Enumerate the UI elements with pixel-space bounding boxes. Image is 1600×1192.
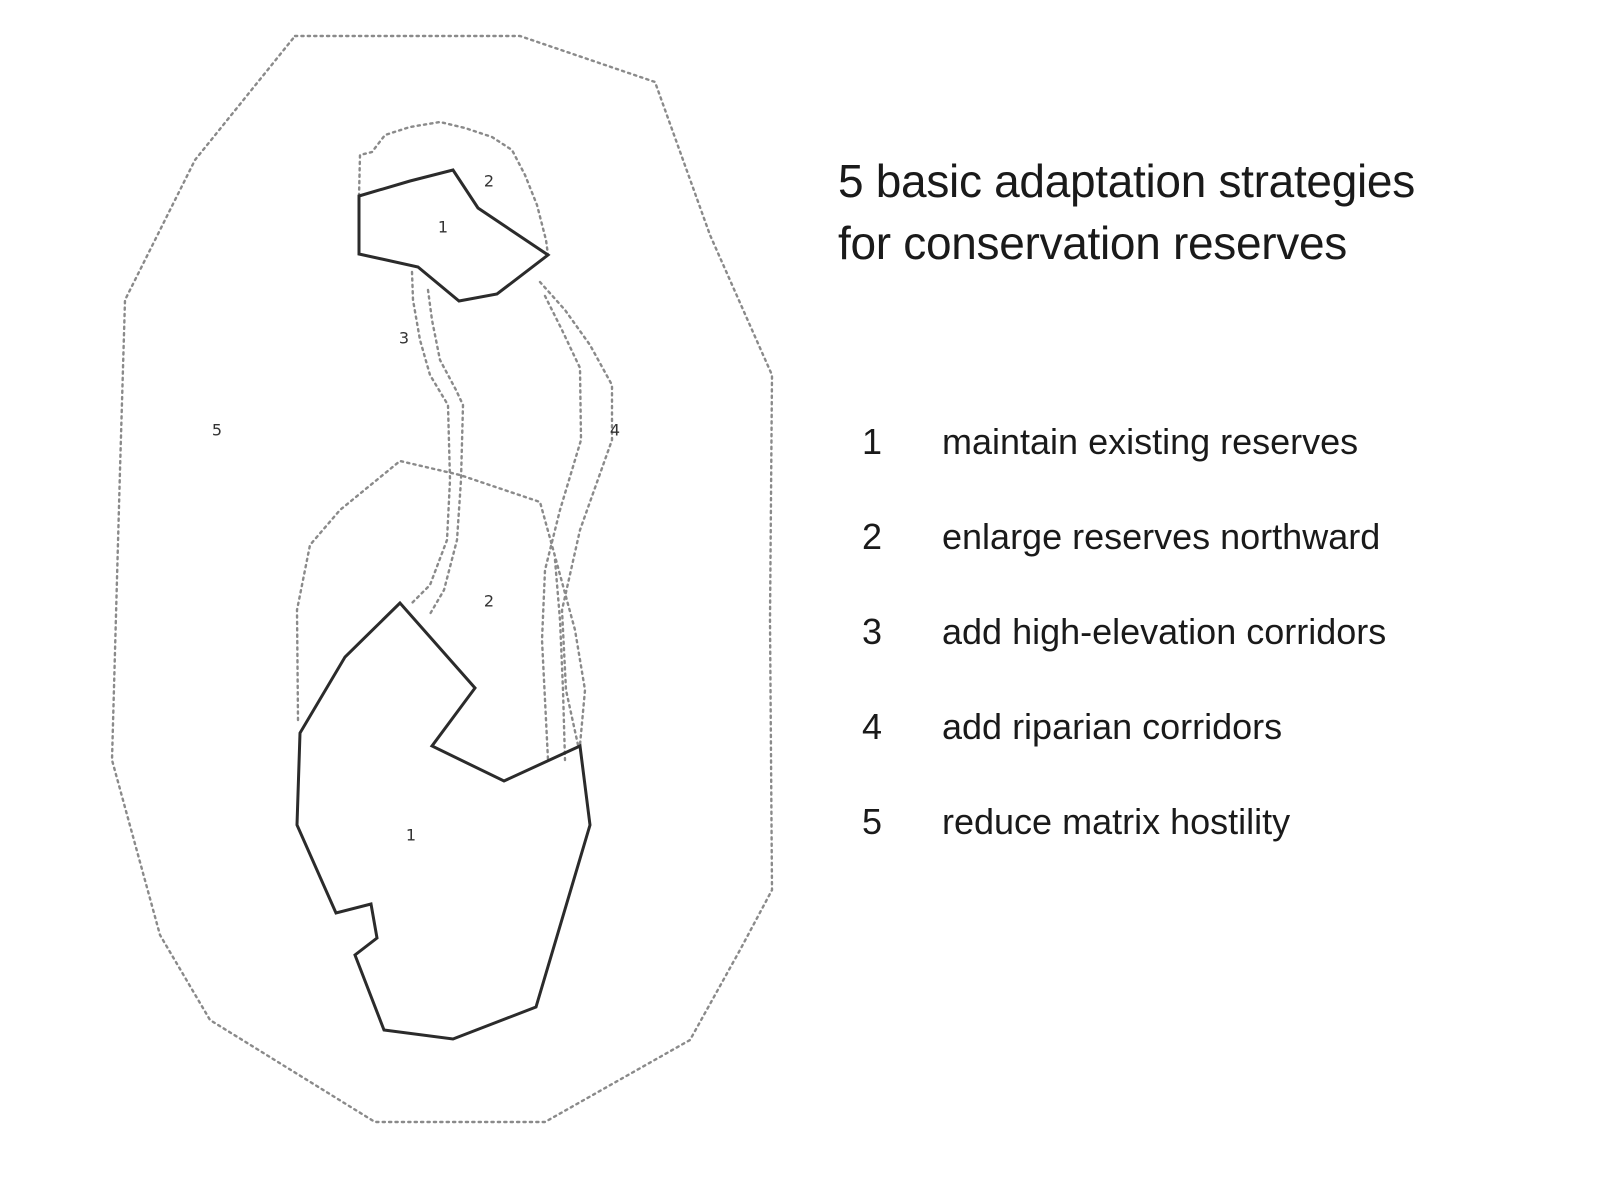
- riparian-corridor-4-left: [540, 294, 583, 762]
- north-existing-reserve-zone-1: [357, 168, 551, 303]
- diagram-title: 5 basic adaptation strategies for conser…: [838, 150, 1415, 274]
- matrix-boundary-zone-5: [110, 34, 774, 1124]
- legend-label: add riparian corridors: [942, 706, 1283, 747]
- legend-number: 1: [862, 421, 883, 462]
- legend-label: maintain existing reserves: [942, 421, 1359, 462]
- legend-label: enlarge reserves northward: [942, 516, 1381, 557]
- high-elevation-corridor-3-right: [426, 288, 465, 616]
- legend-number: 5: [862, 801, 883, 842]
- legend-number: 3: [862, 611, 883, 652]
- label-matrix-5: 5: [212, 421, 222, 440]
- high-elevation-corridor-3-left: [410, 270, 452, 605]
- legend-label: add high-elevation corridors: [942, 611, 1387, 652]
- riparian-corridor-4-right: [538, 280, 614, 747]
- label-north-enlargement: 2: [484, 172, 494, 191]
- label-south-reserve: 1: [406, 826, 416, 845]
- reserve-strategy-map: 1 2 3 4 5 2 1: [110, 34, 774, 1124]
- south-enlargement-boundary-zone-2: [295, 459, 587, 747]
- legend-number: 2: [862, 516, 883, 557]
- label-corridor-3: 3: [399, 329, 409, 348]
- legend-label: reduce matrix hostility: [942, 801, 1291, 842]
- label-south-enlargement: 2: [484, 592, 494, 611]
- legend-number: 4: [862, 706, 883, 747]
- north-enlargement-boundary-zone-2: [357, 120, 550, 257]
- label-corridor-4: 4: [610, 421, 620, 440]
- south-existing-reserve-zone-1: [295, 600, 592, 1041]
- title-line-1: 5 basic adaptation strategies: [838, 155, 1415, 207]
- title-line-2: for conservation reserves: [838, 217, 1347, 269]
- riparian-corridor-4-inner: [553, 558, 567, 762]
- label-north-reserve: 1: [438, 218, 448, 237]
